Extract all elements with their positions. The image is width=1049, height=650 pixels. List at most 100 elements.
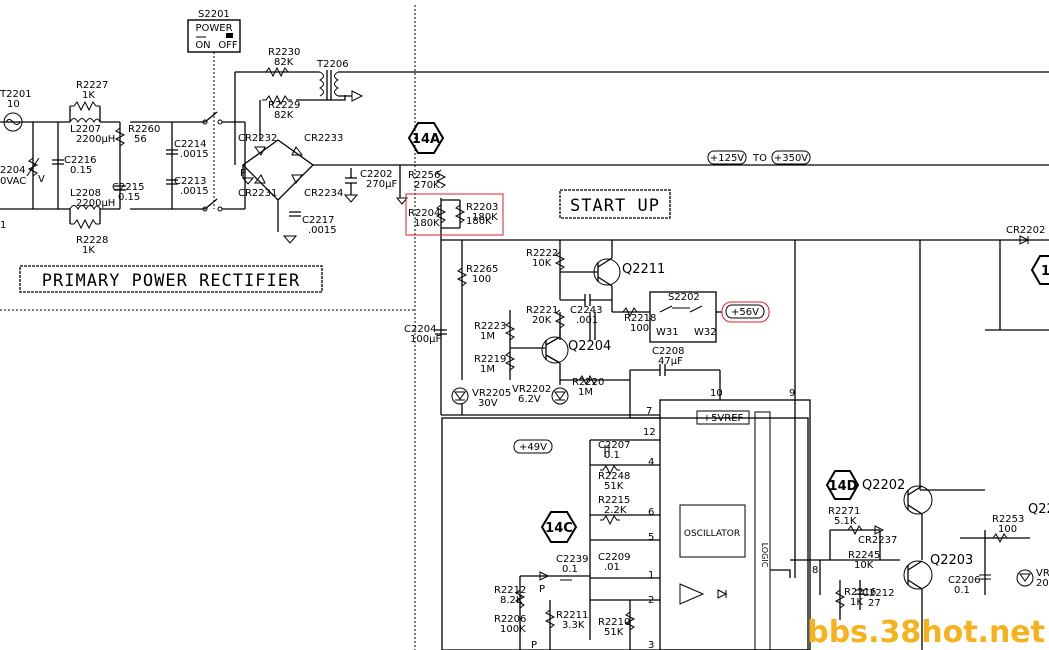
- part-value-r2210: 51K: [604, 627, 624, 638]
- w32-label: W32: [694, 327, 717, 338]
- vac-label: 0VAC: [0, 176, 26, 187]
- part-ref-cr2231: CR2231: [238, 188, 277, 199]
- node-14d-label: 14D: [829, 479, 858, 494]
- switch-name: POWER: [195, 23, 232, 34]
- part-ref-l2207: L2207: [70, 124, 101, 135]
- part-value-r2218: 100: [630, 323, 649, 334]
- part-value-r2253: 100: [998, 524, 1017, 535]
- part-value-r2265: 100: [472, 274, 491, 285]
- ic-pin-4: 4: [648, 457, 654, 468]
- v5ref-label: +5VREF: [696, 410, 750, 425]
- node-14c-label: 14C: [545, 521, 573, 536]
- part-ref-r2245: R2245: [848, 550, 880, 561]
- highlight-r2203: [405, 193, 504, 236]
- vr-edge-label: VR: [1036, 568, 1049, 579]
- part-ref-q2204: Q2204: [568, 339, 611, 354]
- part-ref-c2217: C2217: [302, 215, 334, 226]
- r2203-value: 180K: [466, 216, 492, 227]
- part-ref-c2243: C2243: [570, 305, 602, 316]
- part-value-r2222: 10K: [532, 258, 552, 269]
- part-value-c2206: 0.1: [954, 585, 970, 596]
- ic-block: [441, 399, 1034, 650]
- part-value-r2220: 1M: [578, 387, 593, 398]
- part-labels: R22271KL22072200µHR226056C22160.15C2214.…: [64, 47, 1024, 638]
- part-ref-r2204: R2204: [408, 208, 440, 219]
- part-value-r2204: 180K: [414, 218, 440, 229]
- part-ref-c2213: C2213: [174, 176, 206, 187]
- part-value-r2219: 1M: [480, 364, 495, 375]
- part-ref-r2265: R2265: [466, 264, 498, 275]
- ic-pin-10: 10: [710, 388, 723, 399]
- part-ref-r2220: R2220: [572, 377, 604, 388]
- part-value-c2209: .01: [604, 562, 620, 573]
- p-label-1: P: [240, 168, 246, 179]
- ic-pin-9: 9: [789, 388, 795, 399]
- part-value-r2271: 5.1K: [834, 516, 857, 527]
- power-switch: S2201 POWER ON OFF: [187, 9, 241, 53]
- part-value-c2215: 0.15: [118, 192, 140, 203]
- part-value-c2216: 0.15: [70, 165, 92, 176]
- node-14-edge: 14: [1030, 255, 1049, 285]
- ic-pin-12: 12: [643, 427, 656, 438]
- range-high: +350V: [774, 153, 808, 164]
- part-ref-r2256: R2256: [408, 170, 440, 181]
- part-value-c2202: 270µF: [366, 179, 397, 190]
- t2206-label: T2206: [316, 59, 349, 70]
- part-ref-r2223: R2223: [474, 321, 506, 332]
- part-ref-r2212: R2212: [494, 585, 526, 596]
- part-value-c2243: .001: [576, 315, 598, 326]
- part-ref-r2216: R2216: [844, 587, 876, 598]
- part-ref-r2253: R2253: [992, 514, 1024, 525]
- part-ref-c2204: C2204: [404, 324, 436, 335]
- part-value-c2207: 0.1: [604, 450, 620, 461]
- part-ref-r2218: R2218: [624, 313, 656, 324]
- left-edge-1: 1: [0, 220, 6, 231]
- v20-edge-label: 20: [1036, 578, 1049, 589]
- part-value-r2215: 2.2K: [604, 505, 627, 516]
- part-ref-q2211: Q2211: [622, 262, 665, 277]
- part-value-l2208: 2200µH: [76, 198, 115, 209]
- part-ref-c2216: C2216: [64, 155, 96, 166]
- primary-power-rectifier-title: PRIMARY POWER RECTIFIER: [42, 271, 300, 291]
- s2202-label: S2202: [668, 292, 700, 303]
- v49-text: +49V: [519, 442, 547, 453]
- part-value-r2216: 1K: [850, 597, 863, 608]
- part-ref-vr2205: VR2205: [472, 388, 511, 399]
- part-ref-c2212: C2212: [862, 588, 894, 599]
- p-label-3: P: [531, 640, 537, 650]
- part-ref-c2206: C2206: [948, 575, 980, 586]
- part-ref-cr2232: CR2232: [238, 133, 277, 144]
- v56-text: +56V: [731, 307, 759, 318]
- part-ref-r2228: R2228: [76, 235, 108, 246]
- part-ref-r2211: R2211: [556, 610, 588, 621]
- part-ref-c2214: C2214: [174, 139, 206, 150]
- primary-title-box: PRIMARY POWER RECTIFIER: [19, 265, 323, 293]
- t2201-label: T2201: [0, 89, 32, 100]
- part-value-l2207: 2200µH: [76, 134, 115, 145]
- part-ref-r2271: R2271: [828, 506, 860, 517]
- part-value-c2217: .0015: [308, 225, 337, 236]
- node-14c: 14C: [540, 511, 578, 543]
- ic-pin-1: 1: [648, 570, 654, 581]
- range-to: TO: [752, 153, 767, 164]
- part-value-vr2202: 6.2V: [518, 394, 541, 405]
- ic-pin-8: 8: [812, 565, 818, 576]
- cr2202-label: CR2202: [1006, 225, 1045, 236]
- part-ref-c2202: C2202: [360, 169, 392, 180]
- ic-pin-5: 5: [648, 532, 654, 543]
- start-up-title: START UP: [570, 196, 660, 216]
- r2204-left-label: 2204: [0, 165, 25, 176]
- voltage-range-label: +125V TO +350V: [707, 150, 811, 165]
- part-ref-r2227: R2227: [76, 80, 108, 91]
- startup-title-box: START UP: [559, 189, 671, 219]
- part-ref-r2203: R2203: [466, 202, 498, 213]
- part-ref-c2239: C2239: [556, 554, 588, 565]
- part-value-c2204: 100µF: [410, 334, 441, 345]
- ic-pin-7: 7: [646, 406, 652, 417]
- part-value-r2228: 1K: [82, 245, 95, 256]
- part-value-r2227: 1K: [82, 90, 95, 101]
- part-ref-r2230: R2230: [268, 47, 300, 58]
- part-ref-r2248: R2248: [598, 471, 630, 482]
- left-edge-v: V: [38, 174, 45, 185]
